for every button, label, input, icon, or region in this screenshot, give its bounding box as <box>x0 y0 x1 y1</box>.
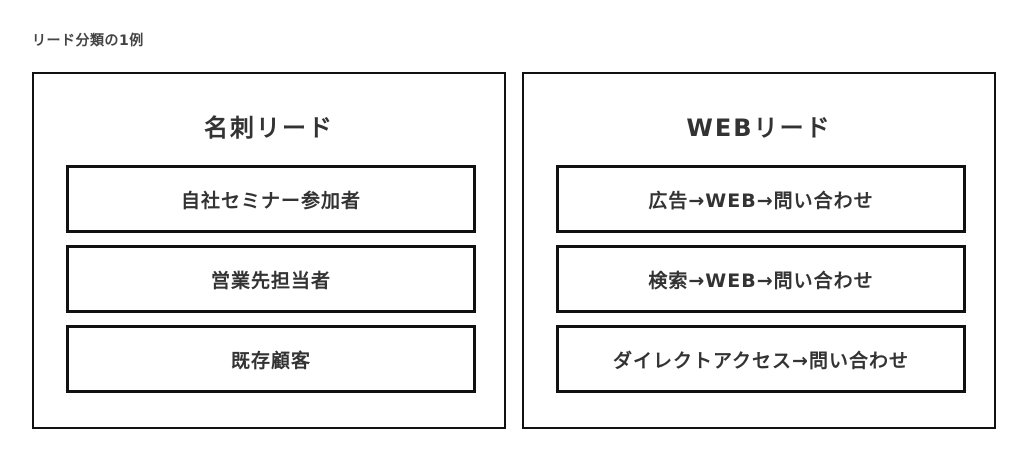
web-leads-panel: WEBリード 広告→WEB→問い合わせ 検索→WEB→問い合わせ ダイレクトアク… <box>522 72 996 429</box>
lead-item-ad-web-inquiry: 広告→WEB→問い合わせ <box>556 165 966 233</box>
lead-item-direct-access-inquiry: ダイレクトアクセス→問い合わせ <box>556 325 966 393</box>
business-card-leads-panel: 名刺リード 自社セミナー参加者 営業先担当者 既存顧客 <box>32 72 506 429</box>
diagram-caption: リード分類の1例 <box>32 33 144 49</box>
panel-title: 名刺リード <box>204 114 334 142</box>
lead-item-sales-contact: 営業先担当者 <box>66 245 476 313</box>
lead-item-existing-customer: 既存顧客 <box>66 325 476 393</box>
panel-title: WEBリード <box>686 114 832 142</box>
lead-item-search-web-inquiry: 検索→WEB→問い合わせ <box>556 245 966 313</box>
lead-item-seminar: 自社セミナー参加者 <box>66 165 476 233</box>
